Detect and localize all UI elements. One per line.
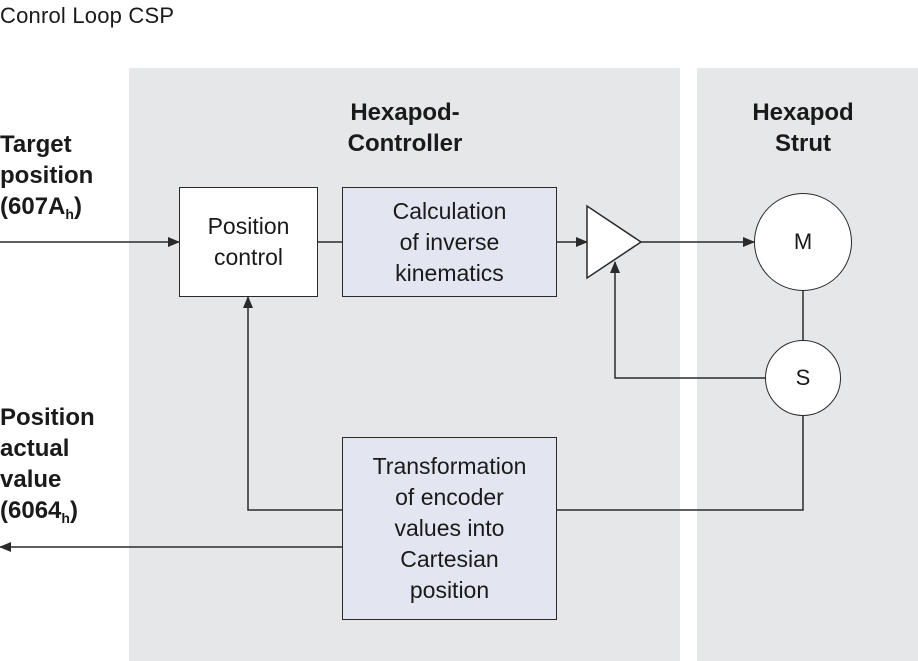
controller-panel-label: Hexapod- Controller	[300, 97, 510, 159]
inverse-kinematics-block: Calculation of inverse kinematics	[342, 187, 557, 297]
transformation-block: Transformation of encoder values into Ca…	[342, 437, 557, 620]
strut-label-line1: Hexapod	[752, 99, 854, 126]
transformation-line: Cartesian	[400, 546, 499, 572]
transformation-to-control-feedback	[243, 296, 342, 511]
target-index-close: )	[73, 193, 82, 220]
target-label-line3: (607Ah)	[0, 191, 93, 230]
actual-label-line3: value	[0, 466, 62, 493]
target-label-line2: position	[0, 162, 94, 189]
position-control-line: Position	[207, 213, 290, 239]
transformation-line: Transformation	[372, 453, 527, 479]
transformation-line: values into	[394, 515, 505, 541]
target-label-line1: Target	[0, 131, 72, 158]
kinematics-line: Calculation	[392, 197, 507, 224]
kinematics-line: kinematics	[395, 259, 504, 286]
transformation-line: position	[409, 577, 490, 603]
actual-index: (6064	[0, 497, 62, 524]
sensor-node: S	[765, 340, 841, 416]
motor-node: M	[754, 193, 852, 291]
kinematics-line: of inverse	[399, 228, 500, 255]
position-actual-value-label: Position actual value (6064h)	[0, 402, 95, 534]
controller-label-line2: Controller	[347, 130, 463, 157]
sensor-to-amplifier-feedback	[610, 261, 765, 379]
actual-label-line4: (6064h)	[0, 495, 95, 534]
actual-label-line2: actual	[0, 435, 70, 462]
target-position-label: Target position (607Ah)	[0, 129, 93, 230]
sensor-to-transformation-line	[557, 416, 804, 511]
actual-label-line1: Position	[0, 404, 95, 431]
diagram-title: Conrol Loop CSP	[0, 3, 175, 28]
strut-panel-label: Hexapod Strut	[728, 97, 878, 159]
position-control-line: control	[213, 244, 284, 270]
target-index-subscript: h	[65, 206, 74, 222]
amplifier-triangle	[586, 204, 643, 280]
actual-index-subscript: h	[61, 510, 70, 526]
controller-label-line1: Hexapod-	[350, 99, 460, 126]
actual-index-close: )	[69, 497, 78, 524]
target-index: (607A	[0, 193, 66, 220]
strut-label-line2: Strut	[775, 130, 831, 157]
transformation-line: of encoder	[395, 484, 504, 510]
position-control-block: Position control	[179, 187, 318, 297]
